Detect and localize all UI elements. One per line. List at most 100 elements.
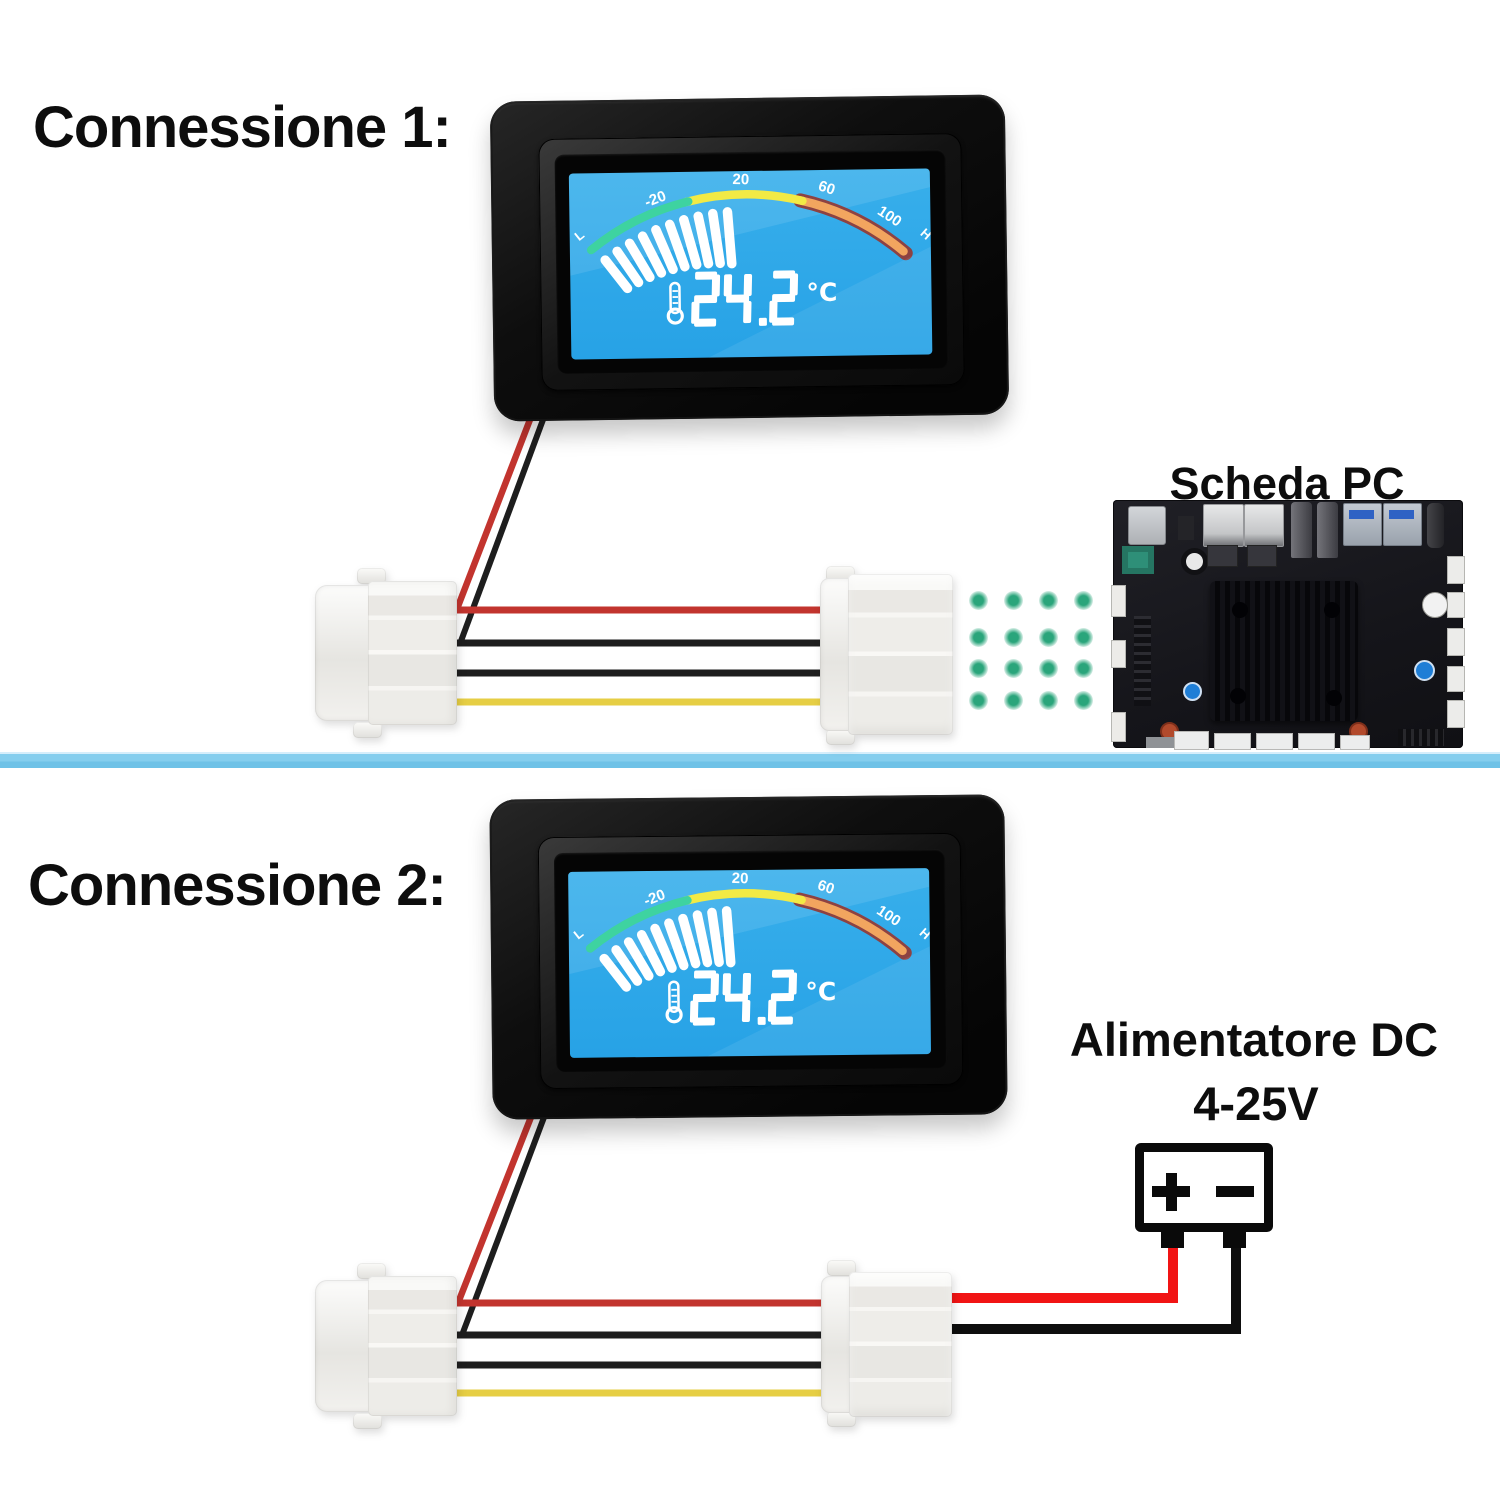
mb-bottom-connector (1298, 733, 1335, 750)
mb-bottom-port (1146, 737, 1188, 748)
mb-bottom-connector (1214, 733, 1251, 750)
mb-side-connector (1111, 712, 1126, 742)
svg-text:H: H (918, 225, 933, 242)
connector-body (367, 1276, 457, 1416)
psu-label-line2: 4-25V (1193, 1077, 1319, 1130)
connector-tab (357, 1263, 386, 1279)
mb-side-connector (1111, 640, 1126, 668)
mb-capacitor (1183, 682, 1202, 701)
connector-cap (821, 1276, 852, 1413)
molex-male-connector-2 (821, 1260, 952, 1427)
pin-dot (1039, 628, 1058, 647)
mb-mount-hole (1422, 592, 1448, 618)
mb-bottom-connector (1256, 733, 1293, 750)
mb-heatsink-screw (1324, 602, 1340, 618)
psu-negative-wire (950, 1242, 1241, 1334)
pin-dot (1074, 628, 1093, 647)
pin-dot (1074, 691, 1093, 710)
pin-dot (969, 628, 988, 647)
pin-dot (1004, 628, 1023, 647)
connector-cap (315, 1280, 372, 1412)
minus-icon (1216, 1186, 1254, 1197)
svg-text:60: 60 (815, 877, 836, 898)
svg-text:60: 60 (816, 177, 837, 198)
plus-icon (1166, 1173, 1177, 1211)
section-divider (0, 752, 1500, 768)
svg-text:20: 20 (732, 171, 749, 188)
connector-body (367, 581, 457, 725)
svg-text:20: 20 (732, 870, 749, 887)
mb-ethernet-port (1244, 504, 1284, 547)
svg-text:L: L (571, 227, 587, 244)
mb-side-connector (1447, 592, 1465, 618)
svg-text:L: L (571, 925, 587, 942)
mb-heatsink-screw (1232, 602, 1248, 618)
mb-mount-hole (1181, 548, 1208, 575)
mb-ethernet-port (1203, 504, 1244, 547)
mb-wifi-chip (1122, 546, 1154, 574)
mb-bottom-pin-header (1398, 729, 1444, 746)
svg-text:-20: -20 (641, 886, 667, 910)
mb-side-connector (1447, 666, 1465, 692)
pin-dot (1039, 591, 1058, 610)
mb-slot (1247, 545, 1277, 567)
psu-positive-wire (950, 1242, 1178, 1303)
mb-audio-jack (1427, 503, 1444, 548)
mb-bottom-connector (1340, 735, 1370, 750)
mb-heatsink-screw (1326, 690, 1342, 706)
mb-bottom-connector (1174, 731, 1209, 750)
connector-tab (357, 568, 386, 584)
svg-text:-20: -20 (642, 187, 668, 211)
connector-tab (827, 1411, 856, 1427)
mb-capacitor (1414, 660, 1435, 681)
molex-female-connector-1 (315, 568, 457, 738)
mb-side-connector (1111, 585, 1126, 617)
svg-text:°C: °C (805, 977, 836, 1006)
pin-dot (1004, 591, 1023, 610)
connector-body (847, 574, 953, 735)
svg-text:°C: °C (806, 278, 837, 307)
connector-cap (820, 578, 851, 731)
pin-dot (969, 691, 988, 710)
display2-black-lead (459, 1110, 549, 1337)
mb-usb3-tongue (1389, 510, 1414, 519)
connector-tab (353, 1413, 382, 1429)
mb-heatsink-screw (1230, 688, 1246, 704)
pin-dot (969, 659, 988, 678)
pin-dot (969, 591, 988, 610)
mb-slot (1207, 545, 1238, 567)
svg-text:H: H (917, 925, 931, 942)
mb-component (1178, 516, 1194, 540)
mb-usb3-tongue (1349, 510, 1374, 519)
pin-signal-dots (969, 591, 1099, 713)
pin-dot (1004, 691, 1023, 710)
pin-dot (1039, 659, 1058, 678)
psu-positive-terminal (1161, 1228, 1184, 1248)
display2-red-lead (454, 1110, 537, 1305)
psu-negative-terminal (1223, 1228, 1246, 1248)
connector-tab (353, 722, 382, 738)
mb-usb-plug (1291, 502, 1312, 558)
motherboard-photo (1111, 500, 1465, 750)
molex-female-connector-2 (315, 1263, 457, 1429)
mb-side-connector (1447, 700, 1465, 728)
display1-red-lead (453, 415, 535, 611)
pin-dot (1004, 659, 1023, 678)
connection1-heading: Connessione 1: (33, 95, 452, 160)
display1-black-lead (458, 415, 547, 643)
connector-body (848, 1272, 952, 1417)
mb-pin-header (1134, 616, 1151, 706)
mb-hdmi-port (1128, 506, 1166, 545)
mb-side-connector (1447, 628, 1465, 656)
molex-male-connector-1 (820, 566, 953, 745)
connector-cap (315, 585, 372, 721)
connector-tab (827, 1260, 856, 1276)
